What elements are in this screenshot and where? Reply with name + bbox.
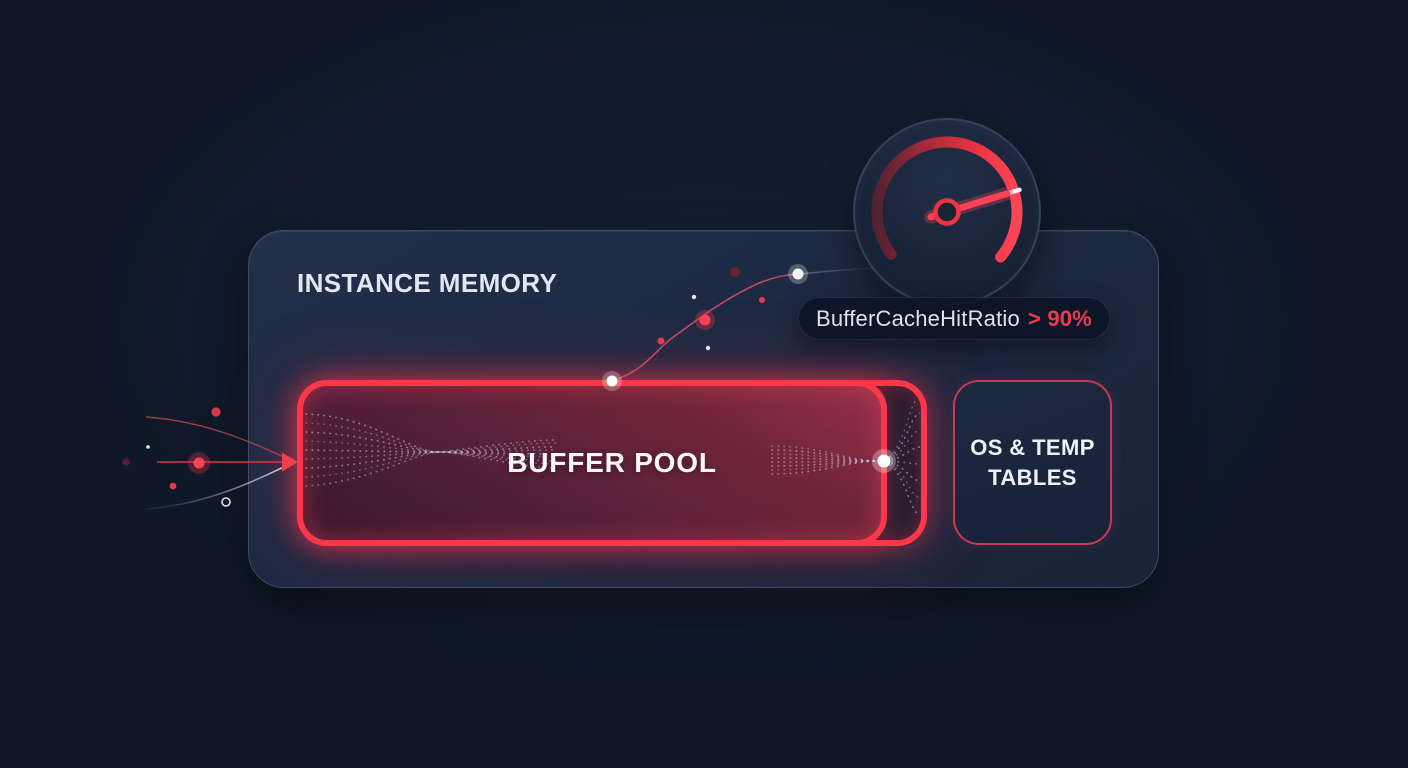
panel-title: INSTANCE MEMORY (297, 268, 558, 298)
speedometer-gauge (853, 118, 1041, 306)
os-temp-label-line1: OS & TEMP (970, 435, 1095, 461)
gauge-arc (871, 136, 1023, 263)
metric-name: BufferCacheHitRatio (816, 305, 1020, 331)
os-temp-tables-box: OS & TEMP TABLES (953, 380, 1112, 545)
gauge-graphic (871, 136, 1023, 263)
gauge-hub (933, 198, 961, 226)
metric-threshold: > 90% (1027, 305, 1092, 331)
os-temp-label-line2: TABLES (988, 464, 1077, 490)
buffer-pool-label: BUFFER POOL (507, 447, 717, 478)
metric-badge: BufferCacheHitRatio > 90% (798, 297, 1110, 340)
